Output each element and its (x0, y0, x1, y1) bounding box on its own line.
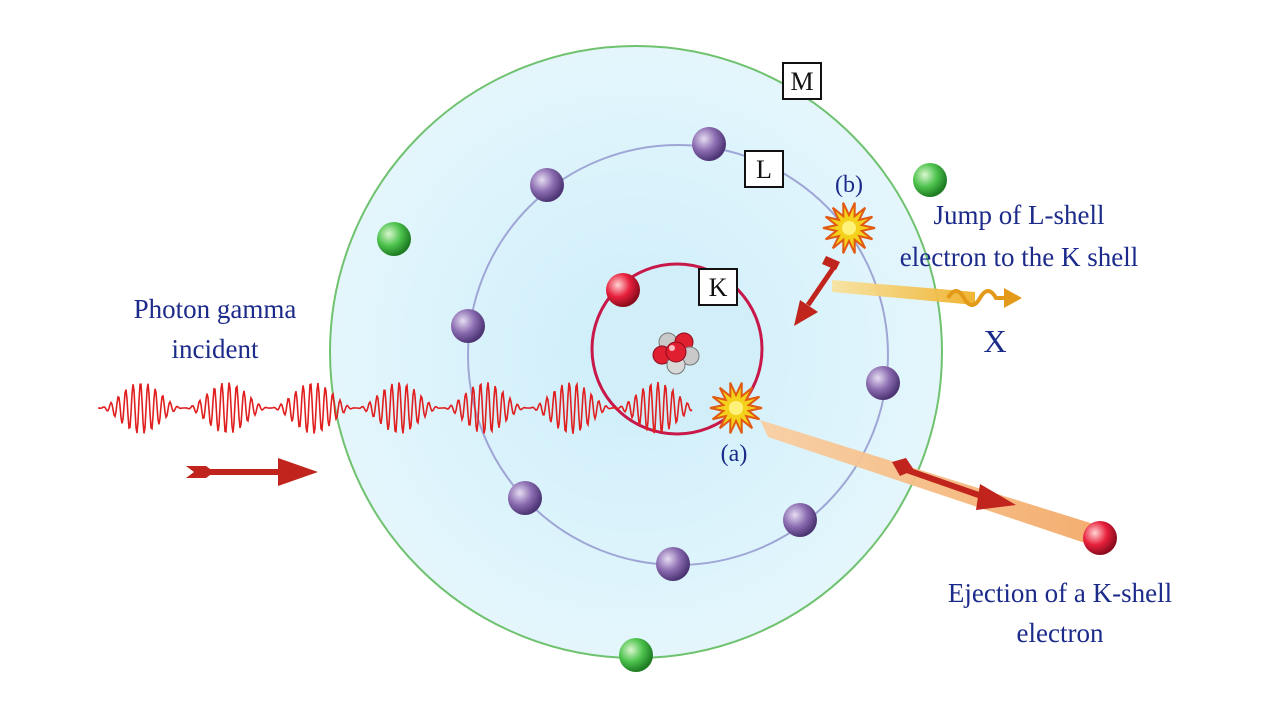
ejected-electron (1083, 521, 1117, 555)
ejection-label-line2: electron (1017, 618, 1104, 648)
m-electron (619, 638, 653, 672)
incident-label-line2: incident (172, 334, 259, 364)
m-electrons (377, 163, 947, 672)
jump-arrow (794, 256, 840, 326)
l-electron (451, 309, 485, 343)
starburst-icon (822, 202, 876, 254)
svg-text:M: M (790, 67, 813, 96)
l-electron (656, 547, 690, 581)
incident-label-line1: Photon gamma (134, 294, 297, 324)
photon-wave (97, 381, 693, 434)
m-electron (377, 222, 411, 256)
jump-label-line1: Jump of L-shell (934, 200, 1105, 230)
l-electron (530, 168, 564, 202)
jump-label-line2: electron to the K shell (900, 242, 1138, 272)
l-shell-label: L (744, 150, 784, 188)
svg-text:K: K (709, 273, 728, 302)
k-shell-label: K (698, 268, 738, 306)
k-electron (606, 273, 640, 307)
l-electron (508, 481, 542, 515)
xray-squiggle-icon (946, 288, 1022, 308)
svg-text:L: L (756, 155, 772, 184)
l-electron (866, 366, 900, 400)
incident-arrow (186, 458, 318, 486)
ejection-arrow (892, 458, 1016, 510)
m-shell-label: M (782, 62, 822, 100)
l-electron (783, 503, 817, 537)
xray-label: X (983, 323, 1006, 359)
event-b-label: (b) (835, 172, 863, 198)
xray-beam (832, 280, 975, 305)
ejection-label-line1: Ejection of a K-shell (948, 578, 1172, 608)
event-a-label: (a) (721, 441, 748, 467)
starburst-icon (709, 382, 763, 434)
m-electron (913, 163, 947, 197)
ejection-beam (760, 420, 1100, 548)
nucleus-icon (652, 332, 700, 375)
l-electrons (451, 127, 900, 581)
l-electron (692, 127, 726, 161)
